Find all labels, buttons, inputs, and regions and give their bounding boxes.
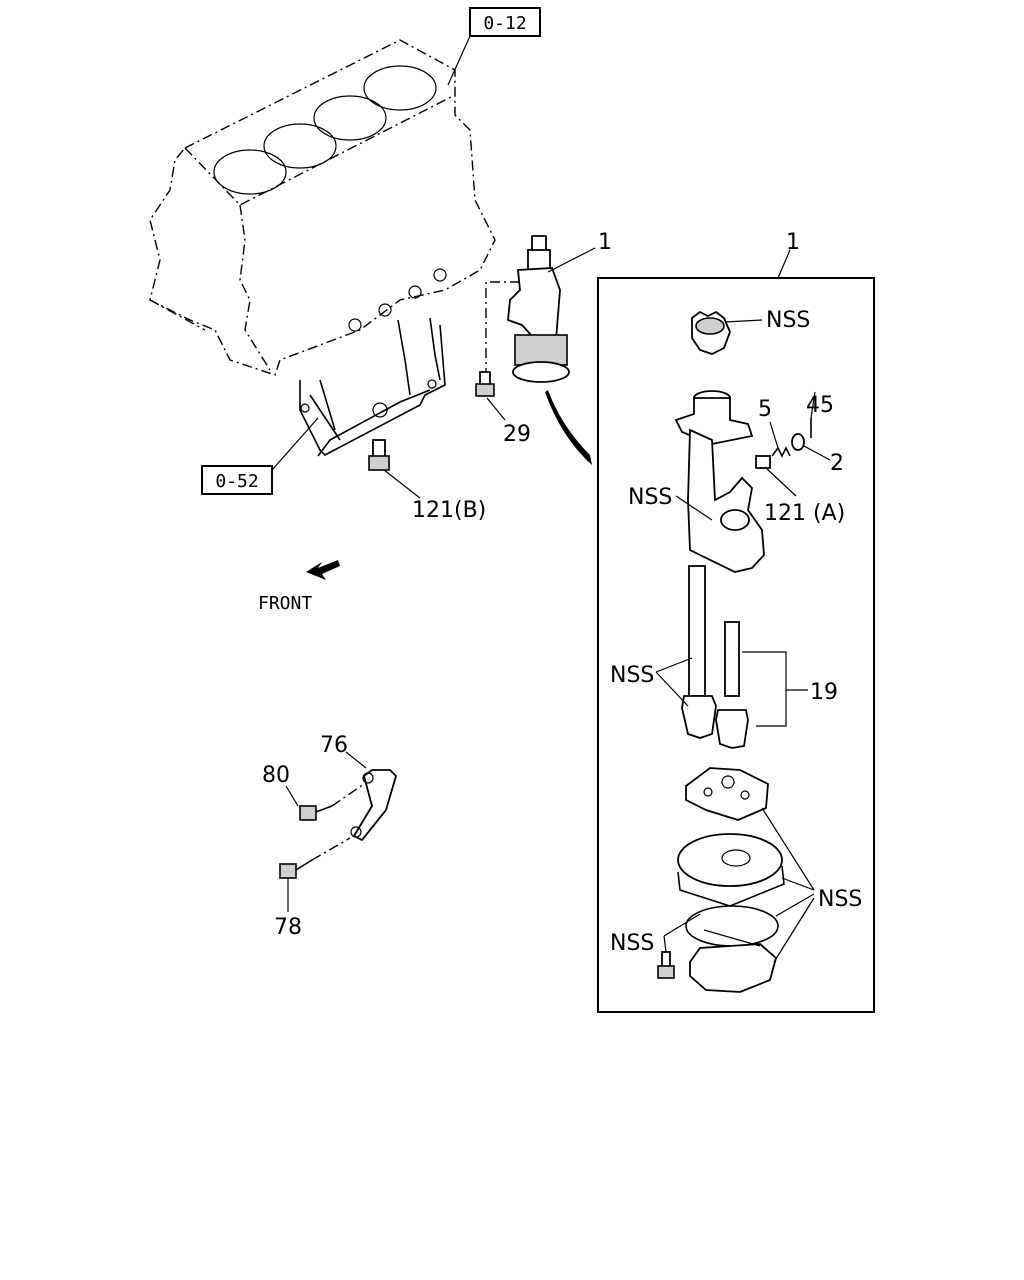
bolt-121b[interactable]: 121(B) xyxy=(368,439,486,523)
oil-pan-rail-ref-label: 0-52 xyxy=(215,471,258,492)
bolt-29[interactable]: 29 xyxy=(475,371,531,447)
oil-strainer[interactable] xyxy=(677,833,785,993)
shaft-19-label: 19 xyxy=(810,680,838,705)
plug-2-label: 2 xyxy=(830,451,844,476)
front-label: FRONT xyxy=(258,593,312,614)
front-indicator: FRONT xyxy=(258,560,340,614)
engine-block-ref-label: 0-12 xyxy=(483,13,526,34)
bracket-76-label: 76 xyxy=(320,733,348,758)
bolt-121b-label: 121(B) xyxy=(412,498,486,523)
oil-pump-assembly[interactable]: 1 xyxy=(485,230,612,383)
bolt-80-label: 80 xyxy=(262,763,290,788)
detail-box-label: 1 xyxy=(786,230,800,255)
nss-gear-top-label: NSS xyxy=(766,308,810,333)
oil-pan-rail-drawing xyxy=(299,317,446,457)
pump-cover-plate[interactable] xyxy=(685,767,769,821)
plug-121a[interactable]: 121 (A) xyxy=(755,455,845,526)
plug-2[interactable]: 2 xyxy=(791,433,844,476)
nss-bolt-label: NSS xyxy=(610,931,654,956)
driven-shaft-19[interactable]: 19 xyxy=(715,621,838,749)
spring-5[interactable]: 5 xyxy=(758,397,791,458)
drive-gear[interactable]: NSS xyxy=(691,308,810,355)
spring-5-label: 5 xyxy=(758,397,772,422)
bolt-78-label: 78 xyxy=(274,915,302,940)
drive-shaft-gear[interactable]: NSS xyxy=(610,565,717,739)
strainer-bolt[interactable]: NSS xyxy=(610,913,701,979)
nss-cover-label: NSS xyxy=(818,887,862,912)
bracket-76[interactable]: 76 xyxy=(320,733,398,842)
bolt-78[interactable]: 78 xyxy=(274,837,351,940)
bolt-29-label: 29 xyxy=(503,422,531,447)
pin-45[interactable]: 45 xyxy=(806,391,834,438)
pump-top-label: 1 xyxy=(598,230,612,255)
oil-pan-rail-ref[interactable]: 0-52 xyxy=(201,417,319,495)
nss-body-label: NSS xyxy=(628,485,672,510)
pin-45-label: 45 xyxy=(806,393,834,418)
engine-block-ref[interactable]: 0-12 xyxy=(447,7,541,86)
nss-cover-callout: NSS xyxy=(761,807,862,963)
nss-shaft-label: NSS xyxy=(610,663,654,688)
plug-121a-label: 121 (A) xyxy=(764,501,845,526)
engine-block-drawing xyxy=(149,39,496,376)
pump-body[interactable]: NSS xyxy=(628,390,765,573)
bolt-80[interactable]: 80 xyxy=(262,763,365,821)
detail-pointer-arrow xyxy=(545,390,592,465)
